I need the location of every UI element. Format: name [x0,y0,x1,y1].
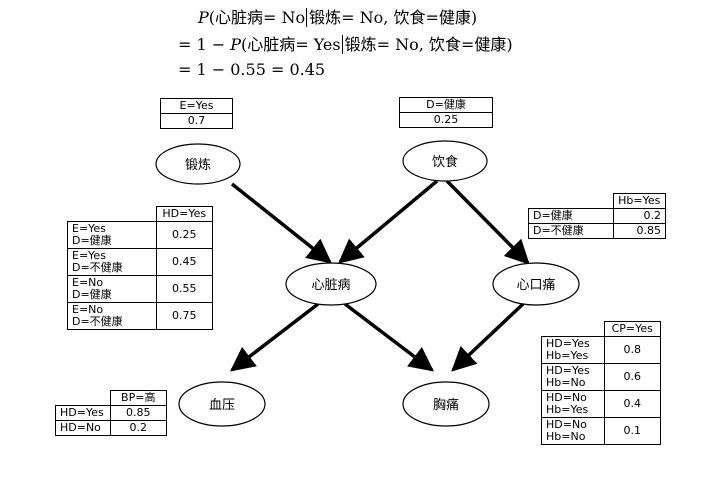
cpt-hb-condition: D=不健康 [528,223,614,239]
cpt-bp-corner [55,390,111,406]
cpt-exercise-value: 0.7 [160,113,233,129]
node-blood-pressure [178,381,266,427]
node-heartburn [492,262,580,306]
equation-event: (心脏病= No [208,8,306,27]
node-exercise [155,143,241,185]
cpt-hd-value: 0.75 [155,302,213,330]
equation-line-3: = 1 − 0.55 = 0.45 [178,60,326,79]
table-row: HD=Yes 0.85 [55,405,167,421]
cpt-bp-value: 0.85 [109,405,167,421]
cpt-diet-header: D=健康 [399,97,493,113]
cpt-cp-value: 0.4 [603,390,661,418]
cpt-hb-value: 0.85 [612,223,666,239]
cpt-hb-condition: D=健康 [528,208,614,224]
equation-p-symbol: P [198,8,209,27]
cpt-diet: D=健康 0.25 [399,97,493,128]
cpt-heart-disease-header: HD=Yes [155,206,213,222]
cpt-cp-header: CP=Yes [603,321,661,337]
node-heartburn-label: 心口痛 [516,277,555,293]
table-row: D=健康 0.2 [528,208,666,224]
equation-prefix: = 1 − [178,35,231,54]
edge-heart-disease-chest-pain [343,302,434,372]
edge-diet-heart-disease [338,179,439,264]
table-row: HD=No 0.2 [55,420,167,436]
cpt-diet-value: 0.25 [399,112,493,128]
node-exercise-label: 锻炼 [185,158,211,173]
edge-heartburn-chest-pain [451,302,525,372]
cpt-heartburn-header: Hb=Yes [612,193,666,209]
cpt-hd-value: 0.55 [155,275,213,303]
cpt-exercise: E=Yes 0.7 [160,98,233,129]
edge-exercise-heart-disease [230,182,332,264]
node-blood-pressure-label: 血压 [209,398,235,413]
node-heart-disease-label: 心脏病 [311,278,350,293]
cpt-heartburn: Hb=Yes D=健康 0.2 D=不健康 0.85 [528,193,666,239]
table-row: D=不健康 0.85 [528,223,666,239]
cpt-cp-corner [541,321,605,337]
node-chest-pain [402,381,490,427]
cpt-cp-value: 0.1 [603,417,661,445]
cpt-exercise-header: E=Yes [160,98,233,114]
cpt-cp-value: 0.6 [603,363,661,391]
node-diet [402,140,488,182]
cpt-heart-disease-corner [67,206,157,222]
cpt-blood-pressure: BP=高 HD=Yes 0.85 HD=No 0.2 [55,390,167,436]
equation-p-symbol: P [230,35,242,54]
cpt-bp-condition: HD=Yes [55,405,111,421]
node-heart-disease [285,262,377,306]
cpt-bp-value: 0.2 [109,420,167,436]
cpt-hd-value: 0.45 [155,248,213,276]
edge-heart-disease-blood-pressure [230,302,320,372]
equation-condition: 锻炼= No, 饮食=健康) [306,8,478,27]
cpt-hb-value: 0.2 [612,208,666,224]
cpt-bp-condition: HD=No [55,420,111,436]
cpt-cp-value: 0.8 [603,336,661,364]
edge-diet-heartburn [445,179,530,265]
cpt-heartburn-corner [528,193,614,209]
node-chest-pain-label: 胸痛 [433,397,459,413]
cpt-bp-header: BP=高 [109,390,167,406]
equation-condition: 锻炼= No, 饮食=健康) [341,35,513,54]
cpt-hd-value: 0.25 [155,221,213,249]
equation-event: (心脏病= Yes [241,35,341,54]
node-diet-label: 饮食 [432,154,458,170]
